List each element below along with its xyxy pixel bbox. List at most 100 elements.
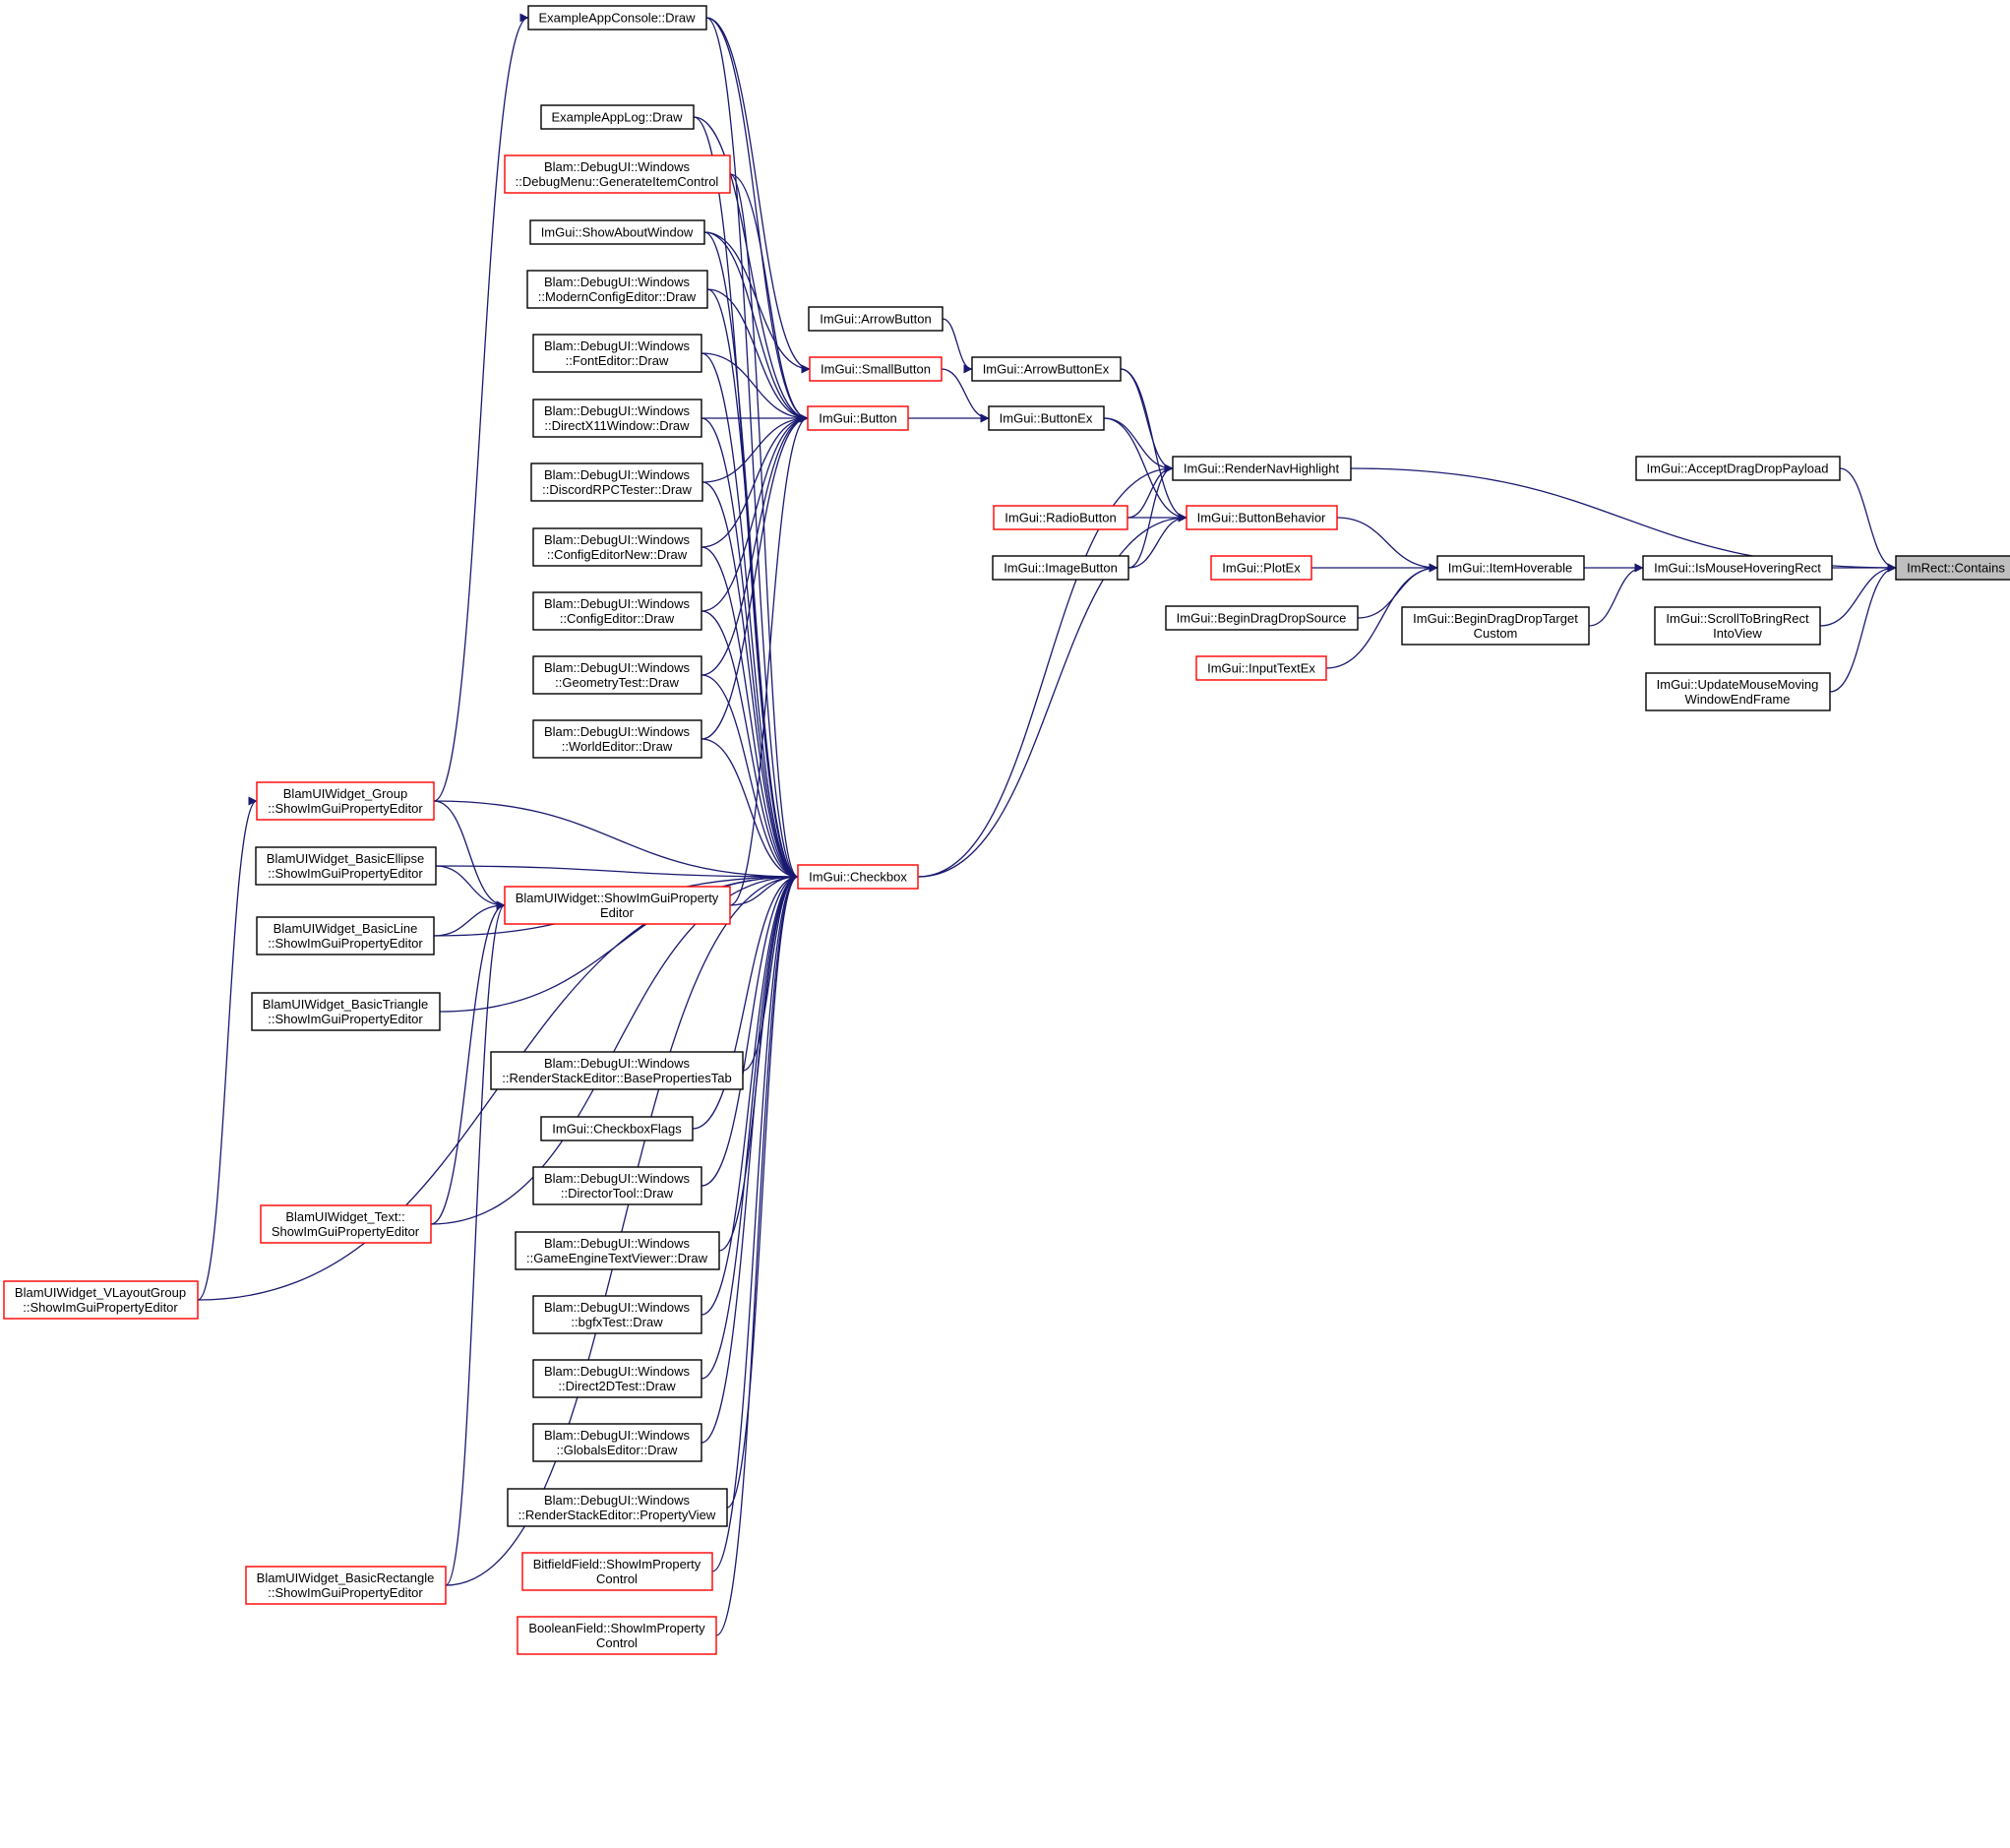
edge-widget-basic-ellipse-to-widget-show-property-editor: [435, 865, 506, 910]
node-label: BlamUIWidget_BasicLine: [274, 921, 418, 936]
node-widget-show-property-editor[interactable]: BlamUIWidget::ShowImGuiPropertyEditor: [504, 886, 731, 925]
node-small-button[interactable]: ImGui::SmallButton: [809, 356, 943, 382]
edge-checkbox-to-button-behavior: [917, 513, 1188, 878]
node-checkbox[interactable]: ImGui::Checkbox: [797, 864, 919, 890]
node-label: ::bgfxTest::Draw: [571, 1315, 663, 1329]
node-label: ::DirectX11Window::Draw: [544, 418, 690, 433]
node-accept-drag-drop-payload[interactable]: ImGui::AcceptDragDropPayload: [1635, 456, 1841, 481]
node-widget-basic-line[interactable]: BlamUIWidget_BasicLine::ShowImGuiPropert…: [256, 916, 435, 955]
node-begin-drag-drop-source[interactable]: ImGui::BeginDragDropSource: [1165, 605, 1359, 631]
edge-world-editor-to-button: [700, 413, 809, 740]
node-label: ImGui::ScrollToBringRect: [1666, 611, 1809, 626]
node-box: [532, 1423, 702, 1462]
node-label: ImGui::ItemHoverable: [1448, 561, 1572, 576]
node-config-editor[interactable]: Blam::DebugUI::Windows::ConfigEditor::Dr…: [532, 591, 702, 631]
node-is-mouse-hovering-rect[interactable]: ImGui::IsMouseHoveringRect: [1642, 555, 1833, 581]
node-box: [504, 154, 731, 194]
node-plot-ex[interactable]: ImGui::PlotEx: [1210, 555, 1312, 581]
node-app-log-draw[interactable]: ExampleAppLog::Draw: [540, 104, 695, 130]
node-button-behavior[interactable]: ImGui::ButtonBehavior: [1186, 505, 1338, 530]
node-label: ::GeometryTest::Draw: [555, 675, 679, 690]
edge-update-mouse-moving-to-imrect-contains: [1829, 563, 1897, 693]
node-button-ex[interactable]: ImGui::ButtonEx: [988, 405, 1105, 431]
node-directx11-window[interactable]: Blam::DebugUI::Windows::DirectX11Window:…: [532, 399, 702, 438]
node-label: ImGui::ShowAboutWindow: [541, 225, 694, 240]
node-label: ImGui::InputTextEx: [1207, 661, 1315, 676]
edge-modern-config-editor-to-checkbox: [706, 288, 799, 882]
node-widget-group[interactable]: BlamUIWidget_Group::ShowImGuiPropertyEdi…: [256, 781, 435, 821]
node-widget-basic-ellipse[interactable]: BlamUIWidget_BasicEllipse::ShowImGuiProp…: [255, 846, 437, 886]
edge-boolean-field-to-checkbox: [715, 872, 799, 1636]
node-globals-editor[interactable]: Blam::DebugUI::Windows::GlobalsEditor::D…: [532, 1423, 702, 1462]
node-checkbox-flags[interactable]: ImGui::CheckboxFlags: [540, 1116, 694, 1141]
node-box: [797, 864, 919, 890]
node-box: [1172, 456, 1352, 481]
node-modern-config-editor[interactable]: Blam::DebugUI::Windows::ModernConfigEdit…: [526, 270, 708, 309]
node-render-nav-highlight[interactable]: ImGui::RenderNavHighlight: [1172, 456, 1352, 481]
node-label: ImGui::IsMouseHoveringRect: [1654, 561, 1821, 576]
node-button[interactable]: ImGui::Button: [807, 405, 909, 431]
node-label: BlamUIWidget_Text::: [285, 1209, 404, 1224]
node-image-button[interactable]: ImGui::ImageButton: [992, 555, 1129, 581]
node-label: BlamUIWidget::ShowImGuiProperty: [516, 891, 719, 905]
node-widget-basic-rectangle[interactable]: BlamUIWidget_BasicRectangle::ShowImGuiPr…: [245, 1566, 447, 1605]
node-render-stack-base-props[interactable]: Blam::DebugUI::Windows::RenderStackEdito…: [490, 1051, 744, 1090]
node-box: [1195, 655, 1327, 681]
node-imrect-contains[interactable]: ImRect::Contains: [1895, 555, 2010, 581]
node-label: BlamUIWidget_VLayoutGroup: [15, 1285, 186, 1300]
node-world-editor[interactable]: Blam::DebugUI::Windows::WorldEditor::Dra…: [532, 719, 702, 759]
node-label: ImGui::BeginDragDropTarget: [1413, 611, 1578, 626]
node-font-editor[interactable]: Blam::DebugUI::Windows::FontEditor::Draw: [532, 334, 702, 373]
node-box: [993, 505, 1128, 530]
node-label: ImGui::SmallButton: [821, 362, 931, 377]
node-box: [807, 405, 909, 431]
edge-accept-drag-drop-payload-to-imrect-contains: [1839, 467, 1897, 573]
node-show-about-window[interactable]: ImGui::ShowAboutWindow: [529, 219, 705, 245]
node-label: ImGui::Checkbox: [809, 870, 907, 885]
node-label: ExampleAppLog::Draw: [552, 110, 684, 125]
node-label: BlamUIWidget_Group: [283, 786, 407, 801]
node-bgfx-test[interactable]: Blam::DebugUI::Windows::bgfxTest::Draw: [532, 1295, 702, 1334]
node-box: [521, 1552, 713, 1591]
node-label: ImRect::Contains: [1907, 561, 2005, 576]
edge-show-about-window-to-button: [703, 231, 809, 423]
node-arrow-button[interactable]: ImGui::ArrowButton: [808, 306, 944, 332]
node-label: ::RenderStackEditor::BasePropertiesTab: [502, 1071, 731, 1085]
node-widget-basic-triangle[interactable]: BlamUIWidget_BasicTriangle::ShowImGuiPro…: [251, 992, 441, 1031]
node-item-hoverable[interactable]: ImGui::ItemHoverable: [1436, 555, 1585, 581]
node-box: [1165, 605, 1359, 631]
node-label: IntoView: [1713, 626, 1762, 641]
node-widget-vlayout-group[interactable]: BlamUIWidget_VLayoutGroup::ShowImGuiProp…: [3, 1280, 199, 1320]
edge-app-console-draw-to-button: [705, 17, 809, 423]
node-box: [532, 334, 702, 373]
node-debug-menu-generate[interactable]: Blam::DebugUI::Windows::DebugMenu::Gener…: [504, 154, 731, 194]
node-widget-text[interactable]: BlamUIWidget_Text::ShowImGuiPropertyEdit…: [260, 1204, 432, 1244]
node-box: [245, 1566, 447, 1605]
node-game-engine-text-viewer[interactable]: Blam::DebugUI::Windows::GameEngineTextVi…: [515, 1231, 720, 1270]
node-label: ::GlobalsEditor::Draw: [557, 1443, 678, 1457]
node-box: [971, 356, 1122, 382]
node-arrow-button-ex[interactable]: ImGui::ArrowButtonEx: [971, 356, 1122, 382]
node-direct2d-test[interactable]: Blam::DebugUI::Windows::Direct2DTest::Dr…: [532, 1359, 702, 1398]
node-label: Blam::DebugUI::Windows: [544, 1428, 691, 1443]
node-discord-rpc-tester[interactable]: Blam::DebugUI::Windows::DiscordRPCTester…: [530, 462, 703, 502]
node-label: ::ConfigEditor::Draw: [560, 611, 675, 626]
node-input-text-ex[interactable]: ImGui::InputTextEx: [1195, 655, 1327, 681]
node-director-tool[interactable]: Blam::DebugUI::Windows::DirectorTool::Dr…: [532, 1166, 702, 1205]
edge-modern-config-editor-to-button: [706, 288, 809, 423]
node-geometry-test[interactable]: Blam::DebugUI::Windows::GeometryTest::Dr…: [532, 655, 702, 695]
edge-widget-basic-line-to-widget-show-property-editor: [433, 900, 506, 937]
node-render-stack-property-view[interactable]: Blam::DebugUI::Windows::RenderStackEdito…: [507, 1488, 728, 1527]
node-app-console-draw[interactable]: ExampleAppConsole::Draw: [527, 5, 707, 31]
node-box: [251, 992, 441, 1031]
node-config-editor-new[interactable]: Blam::DebugUI::Windows::ConfigEditorNew:…: [532, 527, 702, 567]
node-label: ::DiscordRPCTester::Draw: [542, 482, 692, 497]
node-box: [515, 1231, 720, 1270]
node-label: ::DirectorTool::Draw: [561, 1186, 674, 1201]
node-radio-button[interactable]: ImGui::RadioButton: [993, 505, 1128, 530]
